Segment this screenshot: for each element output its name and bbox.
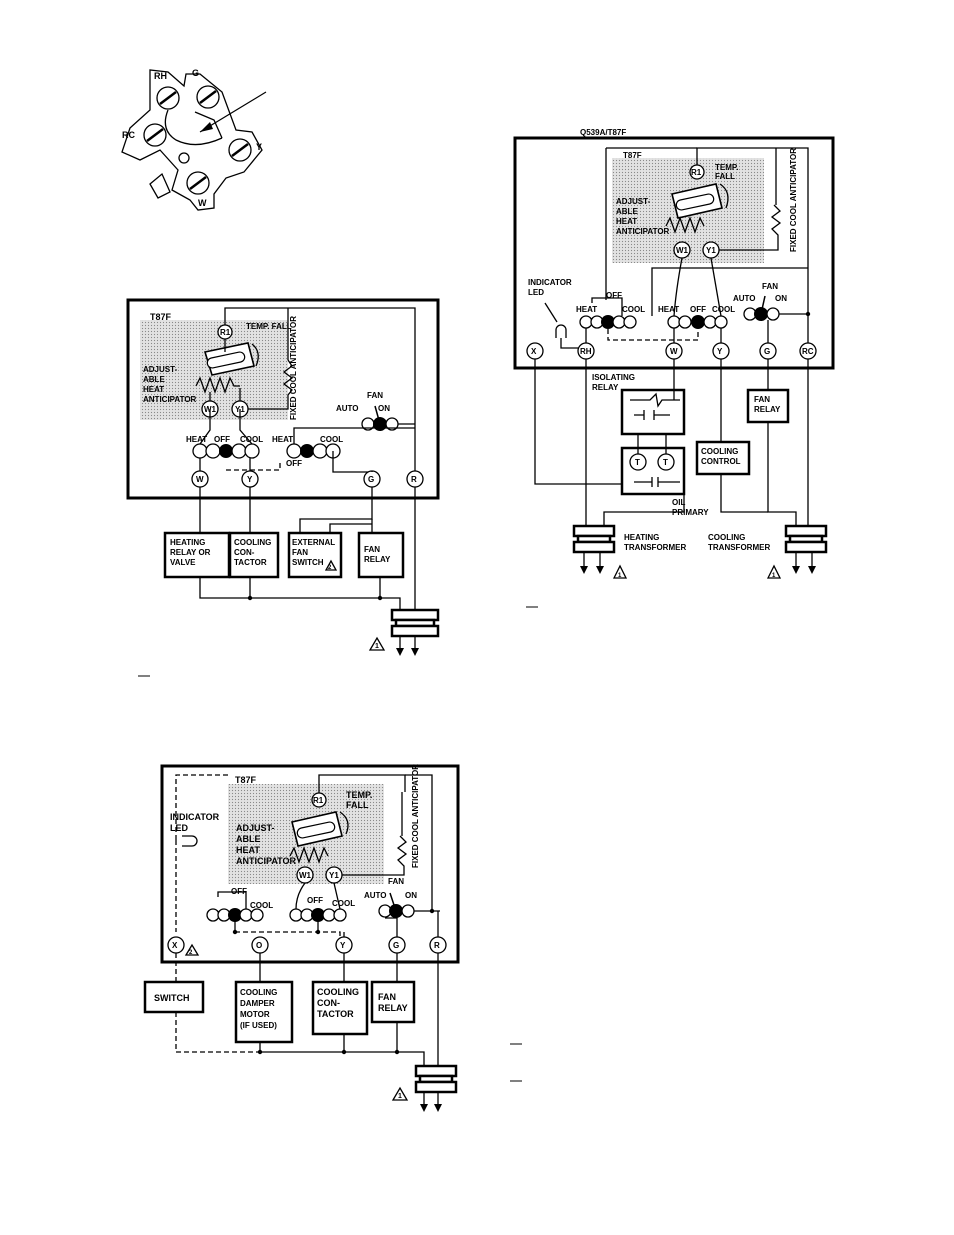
terminal-label-y: Y — [256, 142, 262, 152]
temp-fall-label-b: TEMP.FALL — [346, 790, 372, 810]
auto-label-a: AUTO — [336, 404, 359, 413]
terminal-g-a: G — [368, 475, 374, 484]
on-label-a: ON — [378, 404, 390, 413]
temp-fall-label-a: TEMP. FALL — [246, 322, 292, 331]
svg-text:Y1: Y1 — [706, 246, 716, 255]
cool-anticipator-label-c: FIXED COOL ANTICIPATOR — [789, 148, 798, 252]
heat-label-c: HEAT — [576, 305, 597, 314]
off-label-c2: OFF — [690, 305, 706, 314]
note-mark-1-a: 1 — [375, 643, 379, 650]
thermostat-box-b — [160, 764, 460, 964]
on-label-b: ON — [405, 891, 417, 900]
svg-text:R1: R1 — [220, 328, 231, 337]
terminal-y-b: Y — [340, 941, 346, 950]
note-mark-1-b: 1 — [398, 1093, 402, 1100]
heat-label-a2: HEAT — [272, 435, 293, 444]
svg-text:R1: R1 — [313, 796, 324, 805]
terminal-label-rh: RH — [154, 71, 167, 81]
on-label-c: ON — [775, 294, 787, 303]
cool-label-a2: COOL — [320, 435, 343, 444]
heat-label-a: HEAT — [186, 435, 207, 444]
fan-label-c: FAN — [762, 282, 778, 291]
terminal-g-c: G — [764, 347, 770, 356]
terminal-y-c: Y — [717, 347, 723, 356]
terminal-r-a: R — [411, 475, 417, 484]
svg-text:T: T — [663, 458, 668, 467]
auto-label-c: AUTO — [733, 294, 756, 303]
svg-text:Y1: Y1 — [329, 871, 339, 880]
model-label-a: T87F — [150, 312, 172, 322]
off-label-c: OFF — [606, 291, 622, 300]
temp-fall-label-c: TEMP.FALL — [715, 163, 738, 181]
note-mark-2-a: 2 — [328, 565, 332, 571]
cool-label-b: COOL — [250, 901, 273, 910]
off-label-a: OFF — [214, 435, 230, 444]
cool-anticipator-label-b: FIXED COOL ANTICIPATOR — [411, 764, 420, 868]
svg-text:T: T — [635, 458, 640, 467]
device-switch-b: SWITCH — [154, 993, 190, 1003]
terminal-rc-c: RC — [802, 347, 814, 356]
terminal-rh-c: RH — [580, 347, 592, 356]
note-mark-1-c: 1 — [618, 573, 622, 579]
subbase-label-c: Q539A/T87F — [580, 128, 626, 137]
cool-label-a: COOL — [240, 435, 263, 444]
svg-text:W1: W1 — [299, 871, 312, 880]
terminal-label-rc: RC — [122, 130, 135, 140]
terminal-label-w: W — [198, 198, 207, 208]
terminal-o-b: O — [256, 941, 262, 950]
cool-label-c2: COOL — [712, 305, 735, 314]
fan-label-b: FAN — [388, 877, 404, 886]
wiring-diagram-c: Q539A/T87F T87F R1 TEMP.FALL ADJUST-ABLE… — [510, 128, 835, 1082]
svg-text:R1: R1 — [691, 168, 702, 177]
fan-label-a: FAN — [367, 391, 383, 400]
terminal-strip-illustration: RH G RC Y W — [121, 68, 267, 211]
model-label-c: T87F — [623, 151, 642, 160]
terminal-w-a: W — [196, 475, 204, 484]
thermostat-box-a — [126, 298, 440, 500]
terminal-label-g: G — [192, 68, 199, 78]
off-label-b2: OFF — [307, 896, 323, 905]
cool-label-c: COOL — [622, 305, 645, 314]
cool-label-b2: COOL — [332, 899, 355, 908]
heat-label-c2: HEAT — [658, 305, 679, 314]
auto-label-b: AUTO — [364, 891, 387, 900]
terminal-r-b: R — [434, 941, 440, 950]
svg-text:W1: W1 — [676, 246, 689, 255]
model-label-b: T87F — [235, 775, 257, 785]
terminal-x-c: X — [531, 347, 537, 356]
cool-anticipator-label-a: FIXED COOL ANTICIPATOR — [289, 316, 298, 420]
terminal-x-b: X — [172, 941, 178, 950]
off-label-a2: OFF — [286, 459, 302, 468]
terminal-w-c: W — [670, 347, 678, 356]
terminal-y-a: Y — [247, 475, 253, 484]
note-mark-1-c2: 1 — [772, 573, 776, 579]
terminal-g-b: G — [393, 941, 399, 950]
note-mark-2-b: 2 — [189, 950, 193, 956]
